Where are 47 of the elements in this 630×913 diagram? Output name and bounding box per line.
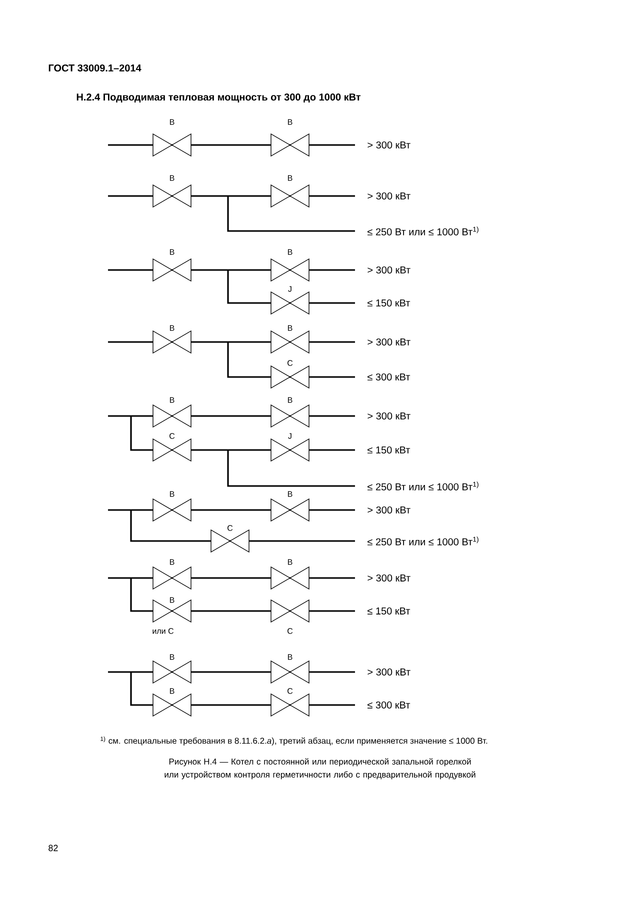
- valve-letter: В: [288, 249, 292, 255]
- footnote: $^{1)}$ см. специальные требования в 8.11.6.2.а), третий абзац, если применяется значение ≤ 1000 Вт.: [100, 736, 488, 746]
- section-heading: Н.2.4 Подводимая тепловая мощность от 300 до 1000 кВт: [76, 94, 361, 102]
- valve-letter: С: [228, 525, 233, 531]
- valve-letter: В: [170, 119, 174, 125]
- outlet-label: ≤ 150 кВт: [368, 607, 410, 615]
- outlet-label: > 300 кВт: [368, 412, 410, 420]
- outlet-label: > 300 кВт: [368, 192, 410, 200]
- valve-letter: или С: [152, 628, 174, 634]
- outlet-label: ≤ 250 Вт или ≤ 1000 Вт$^{1)}$: [368, 536, 478, 546]
- valve-letter: С: [170, 433, 175, 439]
- valve-letter: В: [288, 491, 292, 497]
- outlet-label: ≤ 300 кВт: [368, 373, 410, 381]
- valve-letter: В: [288, 559, 292, 565]
- valve-letter: J: [288, 286, 292, 292]
- outlet-label: > 300 кВт: [368, 506, 410, 514]
- outlet-label: > 300 кВт: [368, 338, 410, 346]
- valve-letter: J: [288, 433, 292, 439]
- valve-letter: В: [288, 325, 292, 331]
- outlet-label: ≤ 250 Вт или ≤ 1000 Вт$^{1)}$: [368, 482, 478, 490]
- valve-letter: В: [170, 654, 174, 660]
- figure-caption: Рисунок Н.4 — Котел с постоянной или периодической запальной горелкой или устройством контроля герметичности либо с предварительной продувкой: [164, 758, 476, 780]
- valve-letter: В: [288, 119, 292, 125]
- valve-letter: В: [170, 249, 174, 255]
- outlet-label: ≤ 150 кВт: [368, 446, 410, 454]
- valve-letter: В: [288, 175, 292, 181]
- valve-letter: В: [170, 325, 174, 331]
- outlet-label: ≤ 300 кВт: [368, 701, 410, 709]
- page-number: 82: [48, 844, 58, 852]
- valve-letter: В: [170, 491, 174, 497]
- valve-letter: В: [288, 397, 292, 403]
- outlet-label: > 300 кВт: [368, 141, 410, 149]
- valve-letter: С: [288, 688, 293, 694]
- valve-letter: В: [170, 688, 174, 694]
- valve-letter: В: [170, 597, 174, 603]
- outlet-label: ≤ 250 Вт или ≤ 1000 Вт$^{1)}$: [368, 226, 478, 236]
- outlet-label: > 300 кВт: [368, 266, 410, 274]
- outlet-label: ≤ 150 кВт: [368, 299, 410, 307]
- valve-letter: С: [288, 360, 293, 366]
- valve-letter: В: [170, 397, 174, 403]
- outlet-label: > 300 кВт: [368, 574, 410, 582]
- valve-letter: В: [170, 175, 174, 181]
- running-header: ГОСТ 33009.1–2014: [48, 64, 142, 72]
- outlet-label: > 300 кВт: [368, 668, 410, 676]
- valve-letter: С: [288, 628, 293, 634]
- valve-letter: В: [170, 559, 174, 565]
- valve-letter: В: [288, 654, 292, 660]
